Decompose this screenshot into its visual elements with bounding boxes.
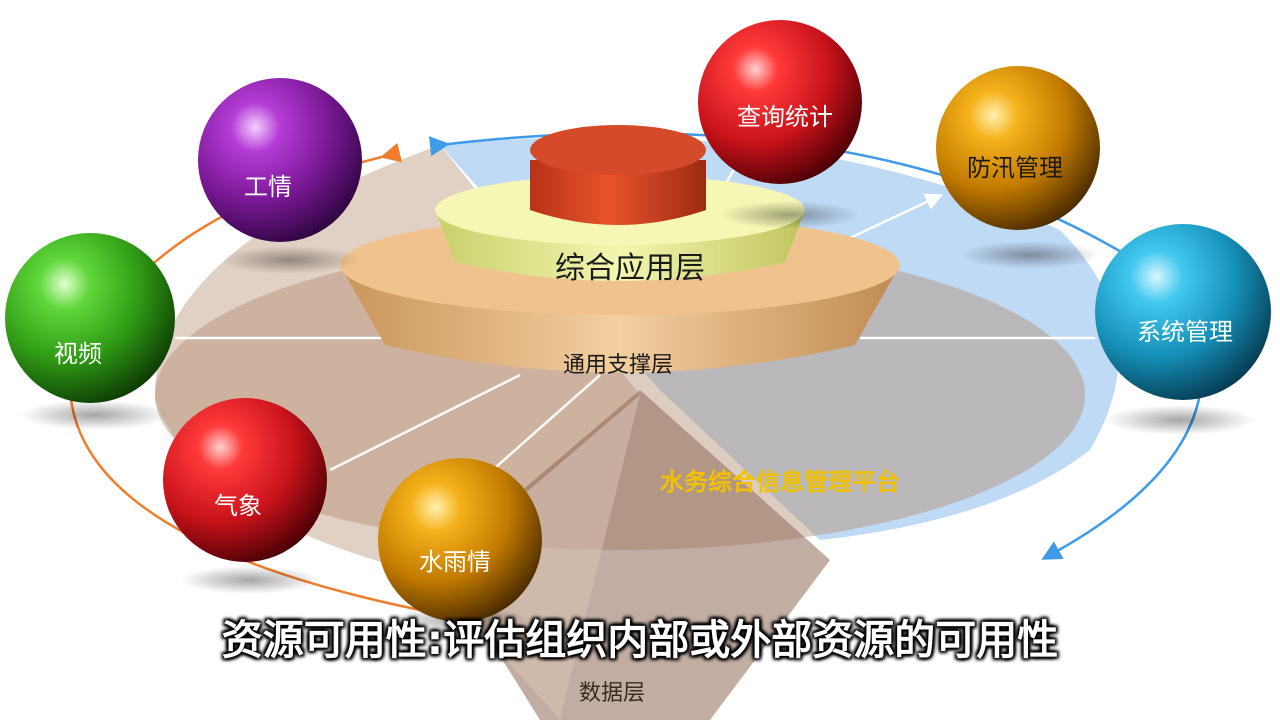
sphere-label: 水雨情: [419, 548, 491, 576]
sphere-fangxun-guanli: 防汛管理: [936, 66, 1100, 230]
sphere-label: 系统管理: [1137, 318, 1233, 346]
sphere-gongqing: 工情: [198, 78, 362, 242]
layer-label-middle: 通用支撑层: [563, 353, 673, 378]
sphere-chaxun-tongji: 查询统计: [698, 20, 862, 184]
layer-label-bottom: 数据层: [579, 681, 645, 706]
video-subtitle: 资源可用性:评估组织内部或外部资源的可用性: [221, 616, 1059, 664]
platform-label: 水务综合信息管理平台: [660, 468, 900, 496]
sphere-label: 防汛管理: [967, 154, 1063, 182]
sphere-label: 视频: [54, 340, 102, 368]
sphere-shuiyuqing: 水雨情: [378, 458, 542, 622]
sphere-label: 查询统计: [737, 103, 833, 131]
sphere-xitong-guanli: 系统管理: [1095, 224, 1271, 400]
sphere-qixiang: 气象: [163, 398, 327, 562]
sphere-label: 气象: [214, 492, 262, 520]
layer-label-top: 综合应用层: [555, 251, 705, 286]
sphere-shipin: 视频: [5, 233, 175, 403]
sphere-label: 工情: [244, 173, 292, 201]
core-cylinder: [530, 125, 706, 225]
